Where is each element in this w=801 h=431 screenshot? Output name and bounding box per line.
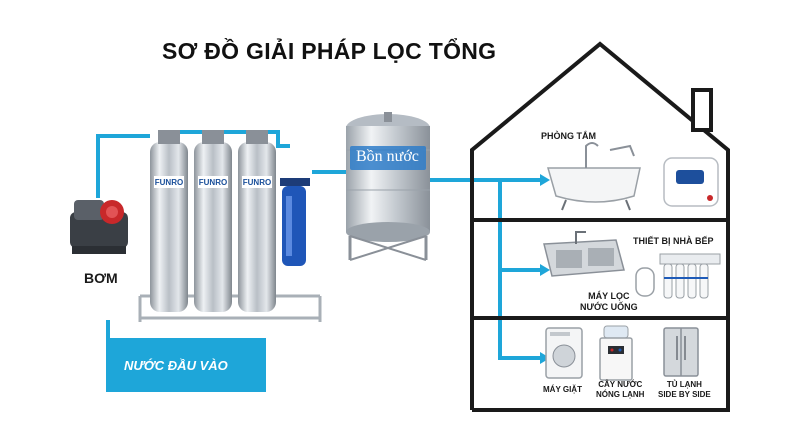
fridge-label-line1: TỦ LẠNH xyxy=(666,380,702,389)
filter-brand-labels: FUNRO FUNRO FUNRO xyxy=(154,176,272,188)
arrow-kitchen xyxy=(540,264,550,276)
kitchen-sink-icon xyxy=(543,231,625,277)
arrow-appliances xyxy=(540,352,550,364)
washer-label: MÁY GIẶT xyxy=(543,385,582,394)
ro-purifier-label: MÁY LỌC NƯỚC UỐNG xyxy=(580,291,638,313)
dispenser-label-line2: NÓNG LẠNH xyxy=(596,390,645,399)
filter-column-2 xyxy=(194,130,232,312)
filter-column-3 xyxy=(238,130,276,312)
filter-column-1 xyxy=(150,130,188,312)
washing-machine-icon xyxy=(545,327,583,379)
dispenser-label-line1: CÂY NƯỚC xyxy=(598,380,643,389)
water-pump-icon xyxy=(70,200,128,254)
arrow-bathroom xyxy=(540,174,550,186)
filter-brand-text: FUNRO xyxy=(243,178,271,187)
water-heater-icon xyxy=(663,157,719,207)
house-outline xyxy=(470,41,730,412)
bathroom-label: PHÒNG TẮM xyxy=(541,131,596,141)
ro-purifier-label-line1: MÁY LỌC xyxy=(588,291,630,301)
inlet-box xyxy=(106,338,266,392)
pipe-arrows xyxy=(540,174,550,364)
chimney xyxy=(691,88,713,132)
cartridge-filter-icon xyxy=(280,178,310,266)
refrigerator-icon xyxy=(663,327,699,377)
pump-label: BƠM xyxy=(84,270,118,286)
filter-brand-text: FUNRO xyxy=(199,178,227,187)
dispenser-label: CÂY NƯỚC NÓNG LẠNH xyxy=(596,380,644,400)
diagram-title: SƠ ĐỒ GIẢI PHÁP LỌC TỔNG xyxy=(162,38,497,64)
fridge-label: TỦ LẠNH SIDE BY SIDE xyxy=(658,380,711,400)
ro-purifier-label-line2: NƯỚC UỐNG xyxy=(580,302,638,312)
bathtub-icon xyxy=(547,142,641,211)
ro-purifier-icon xyxy=(635,253,721,299)
fridge-label-line2: SIDE BY SIDE xyxy=(658,390,711,399)
water-tank-icon xyxy=(346,112,430,261)
pipe-pump-to-filter xyxy=(96,134,150,198)
pipe-main-riser xyxy=(498,180,540,360)
water-dispenser-icon xyxy=(599,325,633,381)
tank-label: Bồn nước xyxy=(356,148,419,165)
kitchen-label: THIẾT BỊ NHÀ BẾP xyxy=(633,236,714,246)
filter-brand-text: FUNRO xyxy=(155,178,183,187)
inlet-label: NƯỚC ĐẦU VÀO xyxy=(124,358,228,373)
